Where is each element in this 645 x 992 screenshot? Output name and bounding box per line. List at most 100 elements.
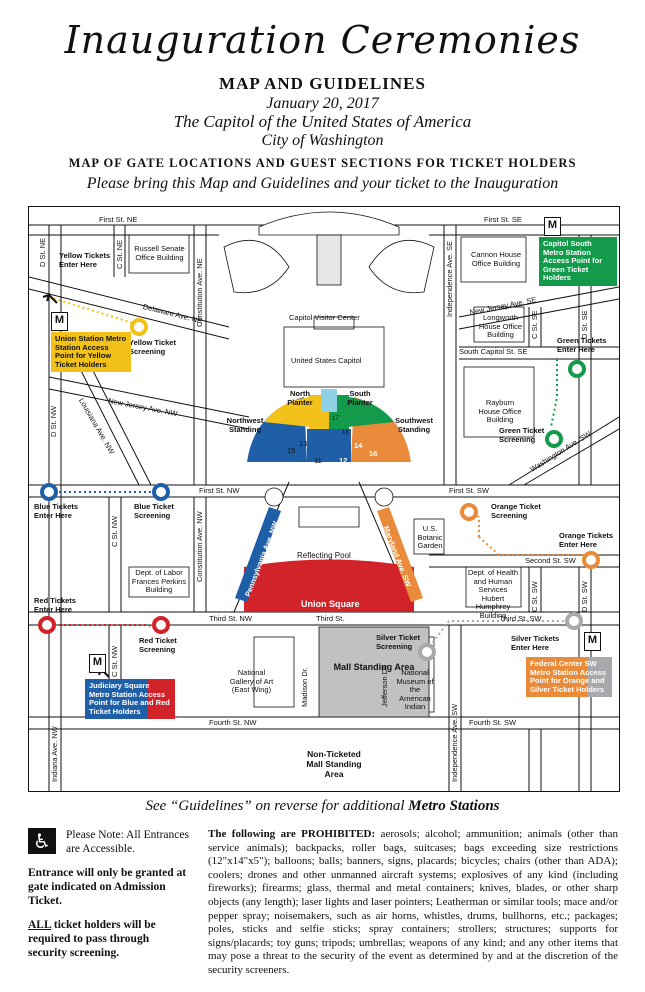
street-second-sw: Second St. SW: [525, 556, 576, 565]
russell-building: Russell Senate Office Building: [134, 244, 185, 262]
street-d-st-sw: D St. SW: [580, 581, 589, 612]
blue-screen-label: Blue Ticket Screening: [134, 502, 174, 520]
southwest-standing: Southwest Standing: [395, 416, 433, 434]
orange-screen-label: Orange Ticket Screening: [491, 502, 541, 520]
metro-icon: M: [544, 217, 561, 236]
gate-map: First St. NE First St. SE D St. NE C St.…: [28, 206, 620, 792]
section-11: 11: [314, 456, 322, 465]
north-planter: North Planter: [287, 389, 313, 407]
cannon-building: Cannon House Office Building: [470, 250, 522, 268]
entrance-note: Entrance will only be granted at gate in…: [28, 867, 187, 907]
section-14: 14: [354, 441, 363, 450]
yellow-enter-label: Yellow Tickets Enter Here: [59, 251, 111, 269]
silver-screen-label: Silver Ticket Screening: [376, 633, 421, 651]
map-graphics: [29, 211, 619, 791]
section-18: 18: [342, 430, 349, 436]
building-outlines: [128, 234, 535, 713]
maryland-ave-band: [377, 507, 423, 602]
north-arrow-icon: [42, 293, 58, 304]
yellow-screen-label: Yellow Ticket Screening: [129, 338, 176, 356]
see-guidelines-line: See “Guidelines” on reverse for addition…: [0, 798, 645, 815]
union-square-area: [244, 559, 414, 612]
page-title: Inauguration Ceremonies: [64, 18, 581, 62]
street-fourth-sw: Fourth St. SW: [469, 718, 517, 727]
screening-all: ALL: [28, 919, 52, 931]
green-enter-label: Green Tickets Enter Here: [557, 336, 607, 354]
metro-icon: M: [89, 654, 106, 673]
mall-standing-shape: [318, 626, 430, 718]
section-16: 16: [369, 449, 378, 458]
street-independence-ave-se: Independence Ave. SE: [445, 240, 454, 317]
event-date: January 20, 2017: [266, 95, 379, 112]
red-screen-label: Red Ticket Screening: [139, 636, 177, 654]
screening-rest: ticket holders will be required to pass …: [28, 919, 156, 959]
see-guidelines-prefix: See “Guidelines” on reverse for addition…: [145, 798, 409, 814]
capitol-south-box: Capitol South Metro Station Access Point…: [539, 237, 617, 286]
location-line-2: City of Washington: [261, 132, 384, 149]
ticket-routes: [48, 296, 589, 651]
northwest-standing: Northwest Standing: [226, 416, 264, 434]
screening-note: ALL ticket holders will be required to p…: [28, 918, 188, 960]
blue-enter-label: Blue Tickets Enter Here: [34, 502, 79, 520]
silver-enter-label: Silver Tickets Enter Here: [511, 634, 560, 652]
visitor-center-label: Capitol Visitor Center: [289, 313, 360, 322]
section-15: 15: [287, 446, 296, 455]
hhs-building: Dept. of Health and Human Services Huber…: [467, 568, 519, 620]
street-constitution-ave-nw: Constitution Ave. NW: [195, 511, 204, 582]
union-station-box: Union Station Metro Station Access Point…: [51, 332, 131, 372]
north-standing: North Standing: [252, 463, 286, 481]
street-c-st-nw-2: C St. NW: [110, 645, 119, 677]
federal-center-box: Federal Center SW Metro Station Access P…: [526, 657, 612, 697]
accessible-icon: ♿: [28, 828, 56, 854]
street-first-nw: First St. NW: [199, 486, 240, 495]
union-square-label: Union Square: [301, 599, 360, 609]
page-subtitle: MAP AND GUIDELINES: [219, 74, 426, 93]
labor-building: Dept. of Labor Frances Perkins Building: [131, 568, 187, 594]
judiciary-square-box: Judiciary Square Metro Station Access Po…: [85, 679, 175, 719]
nga-building: National Gallery of Art (East Wing): [229, 668, 274, 694]
street-d-st-se: D St. SE: [580, 310, 589, 339]
orange-enter-label: Orange Tickets Enter Here: [559, 531, 614, 549]
prohibited-items: The following are PROHIBITED: aerosols; …: [208, 828, 618, 978]
map-heading: MAP OF GATE LOCATIONS AND GUEST SECTIONS…: [68, 156, 577, 170]
street-first-sw: First St. SW: [449, 486, 489, 495]
seating-fan: [247, 389, 411, 462]
visitor-center-plaza: [223, 211, 435, 294]
street-first-se: First St. SE: [484, 215, 522, 224]
street-third-st: Third St.: [316, 614, 345, 623]
see-guidelines-bold: Metro Stations: [408, 798, 500, 814]
street-fourth-nw: Fourth St. NW: [209, 718, 257, 727]
pennsylvania-ave-band: [235, 507, 281, 602]
green-screen-label: Green Ticket Screening: [499, 426, 545, 444]
accessible-note: Please Note: All Entrances are Accessibl…: [66, 829, 189, 855]
street-d-st-nw: D St. NW: [49, 405, 58, 437]
street-third-sw: Third St. SW: [499, 614, 542, 623]
non-ticketed-label: Non-Ticketed Mall Standing Area: [306, 749, 362, 779]
botanic-garden: U.S. Botanic Garden: [417, 524, 443, 550]
capitol-label: United States Capitol: [291, 356, 362, 365]
street-third-nw: Third St. NW: [209, 614, 252, 623]
reflecting-pool-shape: [298, 506, 360, 528]
street-independence-ave-sw: Independence Ave. SW: [450, 703, 459, 782]
street-c-st-sw: C St. SW: [530, 581, 539, 612]
nmai-building: National Museum of the American Indian: [396, 668, 434, 711]
red-enter-label: Red Tickets Enter Here: [34, 596, 76, 614]
south-standing: South Standing: [377, 463, 411, 481]
south-planter: South Planter: [347, 389, 373, 407]
section-12: 12: [339, 456, 348, 465]
street-c-st-se: C St. SE: [530, 310, 539, 339]
street-indiana-ave-nw: Indiana Ave. NW: [50, 726, 59, 782]
map-instruction: Please bring this Map and Guidelines and…: [86, 175, 559, 192]
prohibited-title: The following are PROHIBITED:: [208, 828, 376, 840]
street-c-st-nw-1: C St. NW: [110, 515, 119, 547]
mall-standing-label: Mall Standing Area: [333, 662, 415, 672]
west-standing: West Standing: [304, 484, 356, 493]
street-madison-dr: Madison Dr.: [300, 666, 309, 707]
longworth-building: Longworth House Office Building: [478, 313, 523, 339]
section-13: 13: [299, 439, 308, 448]
prohibited-text: aerosols; alcohol; ammunition; animals (…: [208, 828, 618, 976]
street-south-capitol: South Capitol St. SE: [459, 347, 528, 356]
location-line-1: The Capitol of the United States of Amer…: [173, 112, 472, 131]
street-d-st-ne: D St. NE: [38, 237, 47, 267]
rayburn-building: Rayburn House Office Building: [478, 398, 522, 424]
